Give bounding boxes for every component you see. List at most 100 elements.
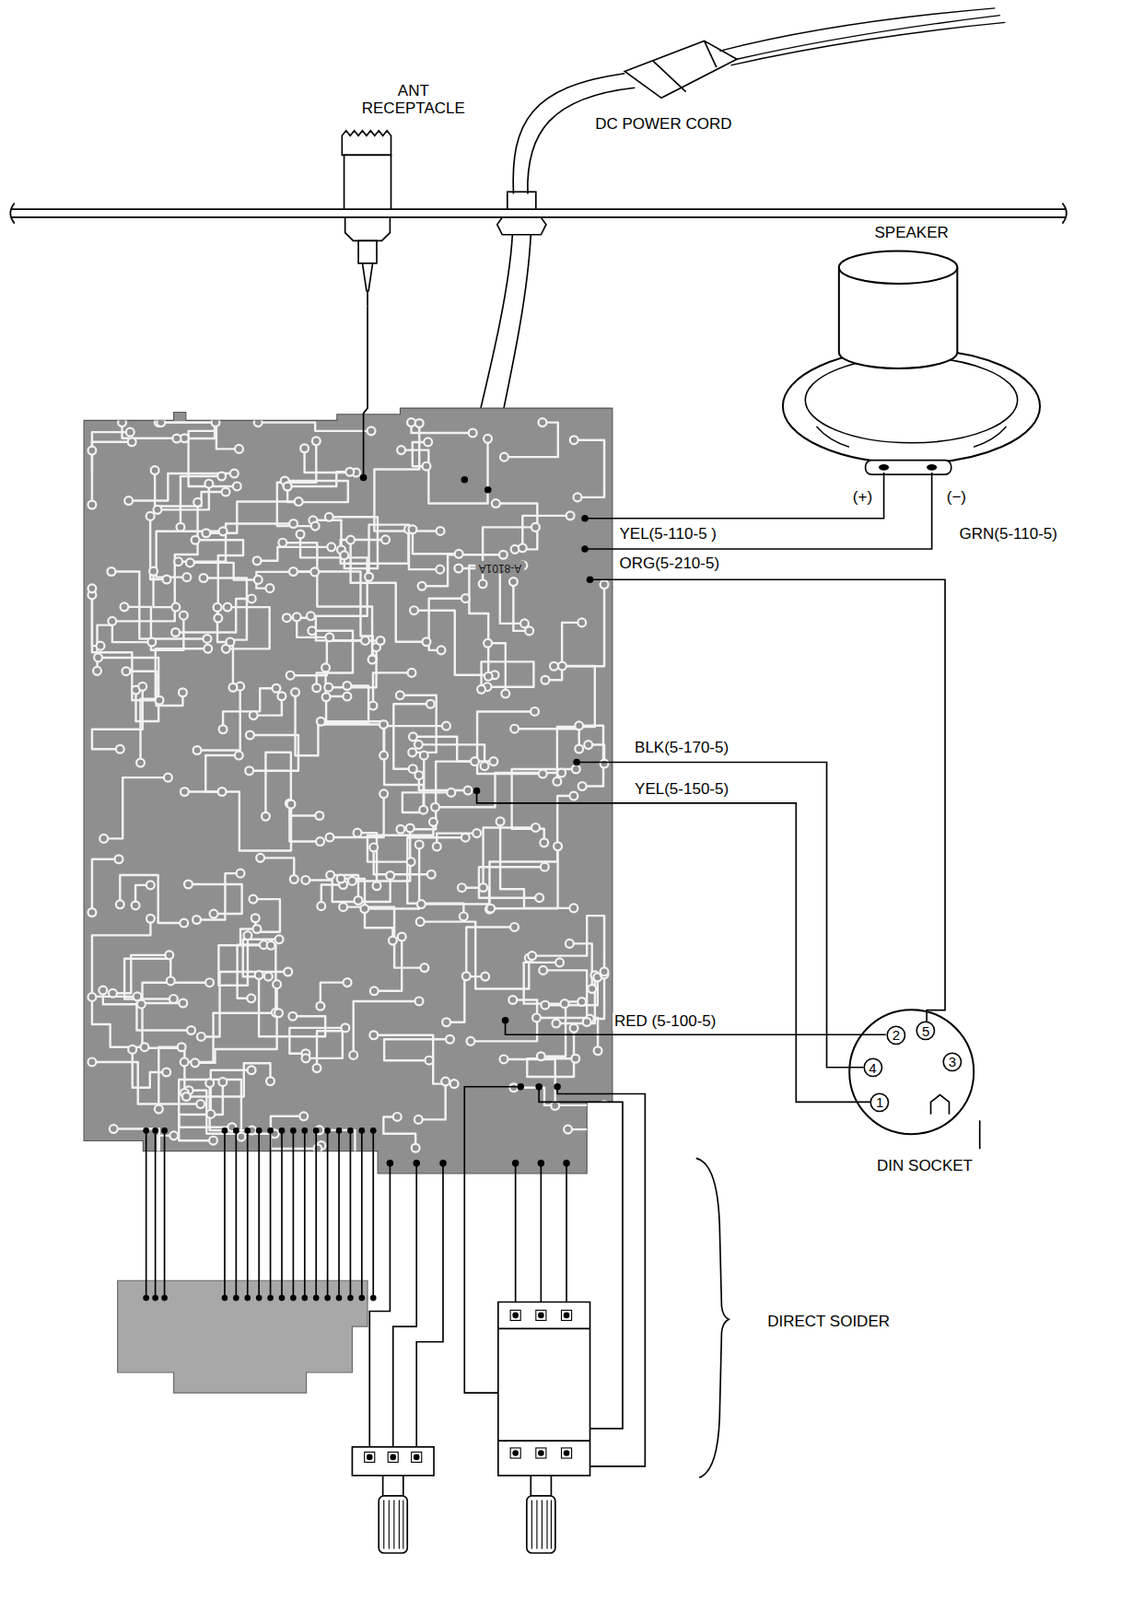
pcb-pad xyxy=(312,683,321,692)
pcb-trace xyxy=(524,962,565,1004)
solder-dot xyxy=(370,1127,377,1134)
pcb-trace xyxy=(343,907,425,969)
pcb-trace xyxy=(412,736,493,762)
pcb-trace xyxy=(258,974,326,1037)
pcb-pad xyxy=(218,1077,227,1086)
pcb-trace xyxy=(112,955,169,993)
pot-tab xyxy=(510,1309,521,1320)
pcb-pad xyxy=(550,1101,560,1110)
pcb-pad xyxy=(339,550,349,560)
pcb-pad xyxy=(431,803,440,812)
pcb-pad xyxy=(565,939,574,948)
pcb-pad xyxy=(264,972,273,981)
pin-circle xyxy=(916,1022,934,1040)
pcb-trace xyxy=(196,873,241,920)
pcb-pad xyxy=(221,488,231,497)
pcb-pad xyxy=(115,854,124,864)
pcb-pad xyxy=(345,467,354,477)
pcb-trace xyxy=(289,803,320,841)
pcb-pad xyxy=(360,904,369,913)
pcb-pad xyxy=(480,972,490,981)
solder-dot xyxy=(581,514,589,523)
pcb-trace xyxy=(292,571,373,660)
polarity-mark: (+) xyxy=(851,488,875,507)
pcb-pad xyxy=(197,1032,206,1041)
ribbon-wire xyxy=(223,1130,226,1298)
pcb-trace xyxy=(92,442,132,505)
pcb-pad xyxy=(478,579,488,588)
grommet-nut xyxy=(497,217,547,235)
ribbon-wire xyxy=(292,1130,295,1298)
ribbon-wire xyxy=(246,1130,249,1298)
pcb-pad xyxy=(407,418,416,427)
pcb-pad xyxy=(415,419,424,428)
pcb-pad xyxy=(536,1051,546,1061)
pcb-trace xyxy=(503,422,558,458)
pcb-trace xyxy=(218,935,271,986)
pcb-trace xyxy=(326,685,369,723)
speaker-terminal xyxy=(926,464,937,471)
pcb-pad xyxy=(549,662,559,671)
pcb-pad xyxy=(146,880,155,889)
pcb-pad xyxy=(483,639,492,648)
pcb-pad xyxy=(346,536,355,545)
pcb-pad xyxy=(315,811,324,820)
pcb-pad xyxy=(368,655,377,665)
pcb-trace xyxy=(419,775,468,791)
pcb-trace xyxy=(373,1035,455,1085)
pcb-pad xyxy=(213,614,222,623)
pcb-pad xyxy=(107,617,117,626)
pcb-pad xyxy=(292,612,302,621)
pcb-pad xyxy=(306,611,316,620)
antenna-body xyxy=(344,154,392,210)
ribbon-wire xyxy=(303,1130,306,1298)
pcb-pad xyxy=(243,931,252,940)
pcb-pad xyxy=(480,761,490,771)
pcb-pad xyxy=(294,497,304,506)
pot-tab xyxy=(561,1447,572,1459)
pcb-pad xyxy=(206,1109,215,1119)
pcb-pad xyxy=(151,466,160,475)
speaker-plus-wire xyxy=(584,472,885,519)
pcb-pad xyxy=(209,1136,218,1145)
pot-tab xyxy=(510,1447,521,1459)
pcb-pad xyxy=(93,653,103,663)
pcb-pad xyxy=(538,966,548,975)
pcb-pad xyxy=(325,632,334,642)
pcb-pad xyxy=(509,1083,518,1092)
pcb-pad xyxy=(342,681,351,690)
note-text: DIRECT SOIDER xyxy=(765,1312,892,1331)
pcb-pad xyxy=(437,645,446,654)
pcb-board xyxy=(83,408,613,1174)
pcb-pad xyxy=(219,526,228,536)
blk-wire xyxy=(576,762,864,1068)
antenna-neck xyxy=(358,240,377,263)
pcb-trace xyxy=(402,755,452,813)
pin-circle xyxy=(871,1093,889,1111)
speaker-minus-wire xyxy=(584,472,933,549)
pcb-trace xyxy=(119,875,184,923)
pcb-trace xyxy=(526,1027,576,1077)
pcb-pad xyxy=(570,1024,579,1033)
solder-dot xyxy=(267,1127,274,1134)
solder-dot xyxy=(313,1295,320,1302)
solder-dot xyxy=(347,1127,354,1134)
pcb-pad xyxy=(462,971,471,981)
pcb-pad xyxy=(486,904,495,913)
solder-dot xyxy=(537,1449,545,1457)
pcb-trace xyxy=(540,1002,582,1057)
board-marking: A-8101A xyxy=(476,560,526,574)
pcb-pad xyxy=(218,787,227,796)
solder-dot xyxy=(279,1127,286,1134)
pcb-pad xyxy=(489,757,498,766)
pcb-pad xyxy=(594,1046,603,1055)
pcb-trace xyxy=(579,725,604,787)
ribbon-wire xyxy=(315,1130,317,1298)
pcb-pad xyxy=(388,936,397,946)
pcb-pad xyxy=(169,994,178,1004)
pcb-trace xyxy=(256,571,315,589)
solder-dot xyxy=(439,1159,447,1168)
din-pin: 5 xyxy=(915,1020,936,1041)
speaker-cone xyxy=(805,357,1017,444)
pcb-pad xyxy=(416,917,425,926)
